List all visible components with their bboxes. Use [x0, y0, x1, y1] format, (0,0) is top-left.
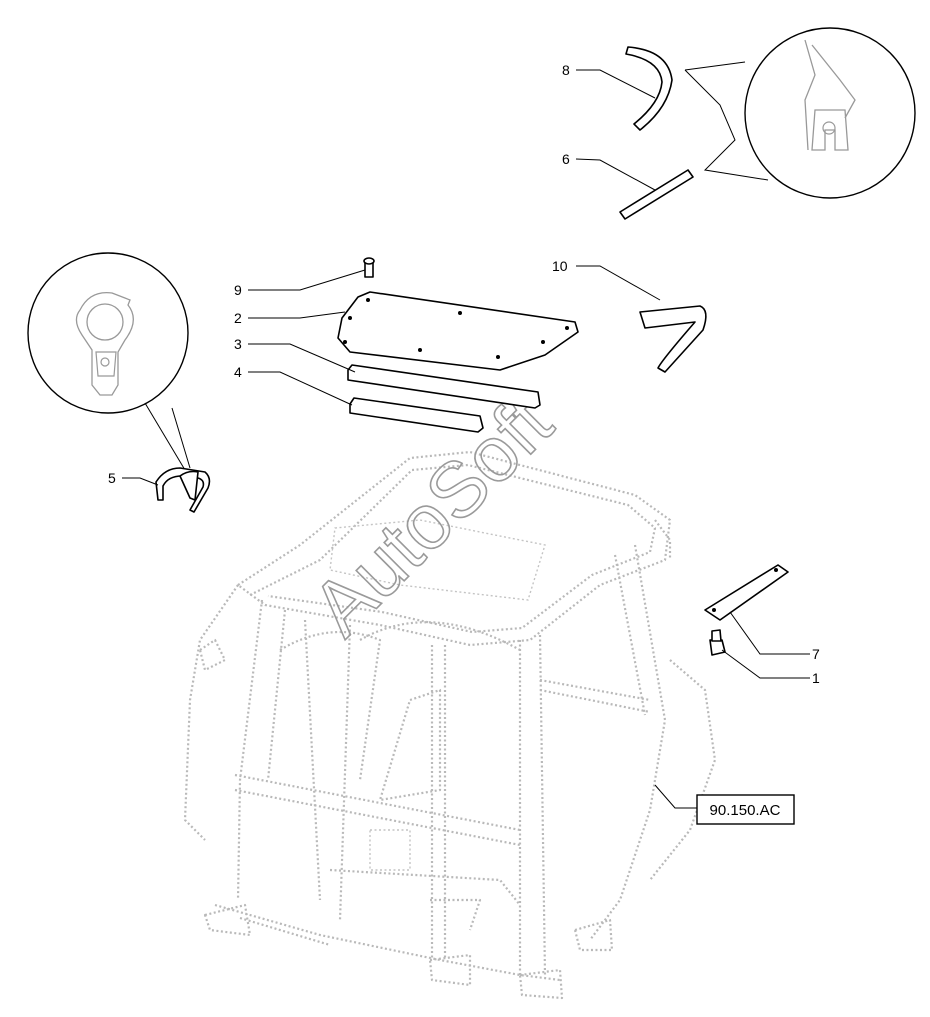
part-7-plate	[704, 564, 789, 621]
callout-5: 5	[108, 470, 116, 486]
part-5-clip	[155, 467, 211, 513]
callout-3: 3	[234, 336, 242, 352]
reference-box[interactable]: 90.150.AC	[696, 794, 795, 825]
part-4-strip	[349, 397, 484, 433]
part-6-seal-strip	[619, 169, 694, 220]
callout-1: 1	[812, 670, 820, 686]
part-5-clip-back	[179, 470, 199, 501]
part-1-knob	[709, 639, 726, 656]
reference-box-label: 90.150.AC	[710, 802, 781, 819]
part-10-bracket	[639, 305, 707, 373]
callout-6: 6	[562, 151, 570, 167]
callout-8: 8	[562, 62, 570, 78]
detail-circle-clip	[27, 252, 191, 471]
part-2-panel	[337, 291, 579, 371]
callout-9: 9	[234, 282, 242, 298]
callout-2: 2	[234, 310, 242, 326]
part-8-seal-strip	[625, 46, 673, 131]
cab-frame	[183, 450, 717, 1000]
part-2-holes	[343, 298, 569, 359]
detail-circle-seal-profile	[684, 27, 916, 199]
leader-lines	[122, 69, 810, 809]
callout-7: 7	[812, 646, 820, 662]
callout-4: 4	[234, 364, 242, 380]
callout-10: 10	[552, 258, 568, 274]
part-3-strip	[347, 364, 541, 409]
